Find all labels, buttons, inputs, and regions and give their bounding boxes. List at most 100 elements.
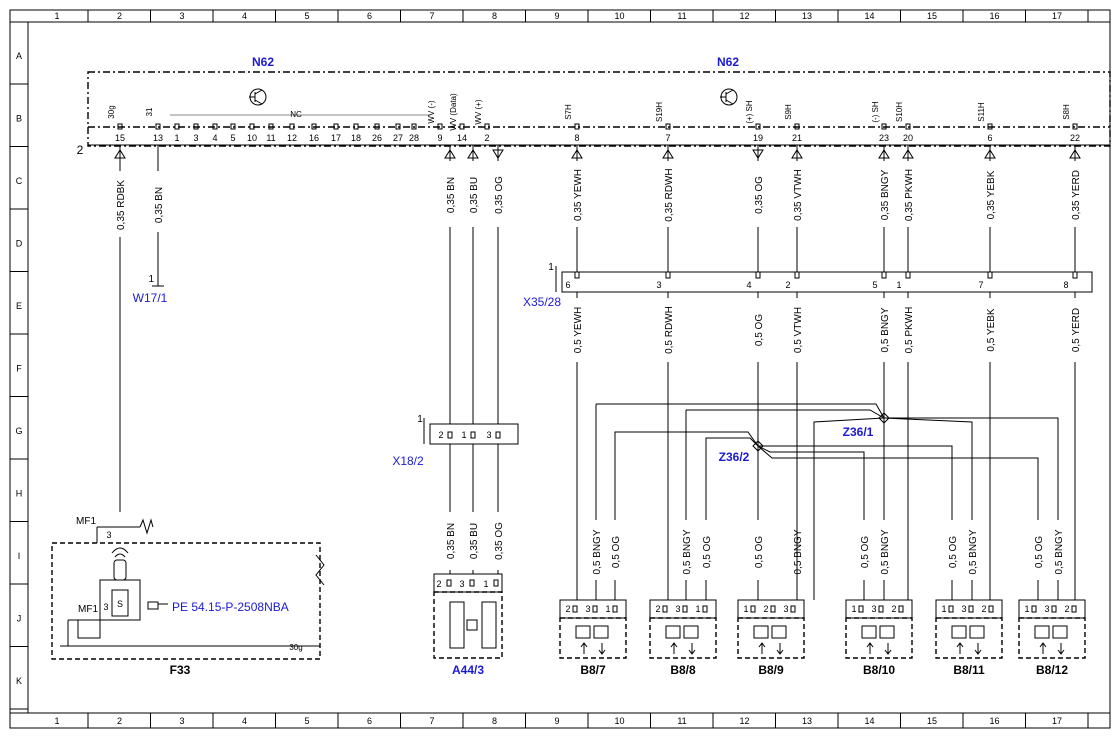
sensor-label: B8/11 bbox=[953, 663, 985, 677]
n62-pin-number: 14 bbox=[457, 133, 467, 143]
n62-pin-number: 17 bbox=[331, 133, 341, 143]
wire-label-upper: 0,35 YEBK bbox=[986, 170, 997, 219]
sensor-outline bbox=[737, 617, 805, 659]
wire-label-upper: 0,35 VTWH bbox=[793, 169, 804, 221]
wire-label-lower: 0,5 YEBK bbox=[986, 308, 997, 352]
n62-pin-number: 8 bbox=[574, 133, 579, 143]
n62-pin-number: 11 bbox=[266, 133, 275, 143]
z36-1-branch bbox=[813, 417, 885, 600]
grid-column-label-bottom: 16 bbox=[989, 716, 999, 726]
n62-pin-terminal bbox=[230, 123, 236, 130]
w17-pin: 1 bbox=[148, 274, 154, 285]
arrow-up-icon bbox=[866, 642, 874, 654]
n62-pin-number: 28 bbox=[409, 133, 419, 143]
n62-pin-signal: S9H bbox=[784, 104, 793, 120]
wire-label-upper: 0,35 BN bbox=[446, 177, 457, 213]
n62-pin-signal: S8H bbox=[1062, 104, 1071, 120]
signal-arrow-icon bbox=[791, 149, 803, 159]
wire-label-x18: 0,35 BN bbox=[446, 523, 457, 559]
f33-reference-link[interactable]: PE 54.15-P-2508NBA bbox=[172, 600, 289, 614]
wire-label-upper: 0,35 BU bbox=[469, 177, 480, 213]
switch-box bbox=[111, 589, 129, 617]
n62-connector-number: 2 bbox=[77, 143, 84, 157]
a44-pin-number: 3 bbox=[459, 579, 464, 589]
grid-column-label-top: 8 bbox=[492, 11, 497, 21]
arrow-down-icon bbox=[1057, 643, 1065, 655]
n62-pin-terminal bbox=[117, 123, 123, 130]
arrow-down-icon bbox=[776, 643, 784, 655]
signal-arrow-icon bbox=[1069, 149, 1081, 159]
n62-pin-number: 16 bbox=[309, 133, 319, 143]
wire-label-upper: 0,35 BN bbox=[154, 187, 165, 223]
arrow-up-icon bbox=[1039, 642, 1047, 654]
n62-pin-number: 27 bbox=[393, 133, 403, 143]
grid-column-label-bottom: 4 bbox=[242, 716, 247, 726]
x35-pin-number: 5 bbox=[872, 280, 877, 290]
x35-pin-number: 3 bbox=[656, 280, 661, 290]
grid-column-label-top: 13 bbox=[802, 11, 812, 21]
wire-label-sensor: 0,5 BNGY bbox=[592, 529, 603, 574]
a44-label: A44/3 bbox=[452, 663, 484, 677]
grid-column-label-top: 7 bbox=[429, 11, 434, 21]
z36-1-branch bbox=[596, 403, 885, 419]
signal-arrow-icon bbox=[444, 149, 456, 159]
n62-pin-signal: WV (Data) bbox=[449, 93, 458, 131]
grid-row-label: D bbox=[16, 239, 23, 249]
n62-pin-terminal bbox=[484, 123, 490, 130]
n62-pin-terminal bbox=[411, 123, 417, 130]
grid-column-label-bottom: 17 bbox=[1052, 716, 1062, 726]
n62-pin-number: 26 bbox=[372, 133, 382, 143]
n62-pin-signal: WV (+) bbox=[474, 99, 483, 124]
n62-pin-number: 6 bbox=[987, 133, 992, 143]
grid-row-label: A bbox=[16, 51, 22, 61]
sensor-pin-number: 1 bbox=[941, 604, 946, 614]
sensor-pin-number: 3 bbox=[1044, 604, 1049, 614]
signal-arrow-icon bbox=[752, 149, 764, 159]
z36-2-branch bbox=[758, 445, 953, 600]
n62-pin-number: 2 bbox=[484, 133, 489, 143]
n62-module-outline bbox=[87, 71, 1111, 147]
pointing-hand-icon bbox=[147, 601, 168, 610]
n62-pin-signal: S19H bbox=[655, 102, 664, 122]
x35-pin-number: 2 bbox=[785, 280, 790, 290]
a44-pin-number: 2 bbox=[436, 579, 441, 589]
f33-component: MF1 3 S 3 MF1 30g F33 PE 54.15-P-2508NBA bbox=[51, 516, 325, 677]
wire-label-x18: 0,35 BU bbox=[469, 523, 480, 559]
grid-row-label: I bbox=[18, 551, 21, 561]
n62-pin-number: 7 bbox=[665, 133, 670, 143]
wire-label-upper: 0,35 YEWH bbox=[573, 169, 584, 221]
x18-connector-body bbox=[429, 423, 519, 445]
grid-row-label: G bbox=[15, 426, 22, 436]
sensor-label: B8/10 bbox=[863, 663, 895, 677]
n62-pin-signal: (+) SH bbox=[745, 100, 754, 124]
arrow-up-icon bbox=[758, 642, 766, 654]
signal-arrow-icon bbox=[984, 149, 996, 159]
n62-pin-signal: S10H bbox=[895, 102, 904, 122]
grid-column-label-bottom: 11 bbox=[677, 716, 686, 726]
arrow-down-icon bbox=[974, 643, 982, 655]
sensor-outline bbox=[1018, 617, 1086, 659]
a44-outline bbox=[433, 591, 503, 659]
sensor-outline bbox=[845, 617, 913, 659]
z36-1-branch bbox=[883, 417, 973, 600]
n62-pin-number: 13 bbox=[153, 133, 163, 143]
sensor-label: B8/12 bbox=[1036, 663, 1068, 677]
z36-2-branch bbox=[757, 445, 865, 600]
n62-pin-number: 3 bbox=[193, 133, 198, 143]
mf1-side-label: MF1 bbox=[78, 604, 98, 615]
grid-column-label-top: 10 bbox=[614, 11, 624, 21]
arrow-up-icon bbox=[670, 642, 678, 654]
wire-label-lower: 0,5 PKWH bbox=[904, 307, 915, 354]
grid-column-label-top: 1 bbox=[54, 11, 59, 21]
x35-pin-number: 4 bbox=[746, 280, 751, 290]
wire-label-lower: 0,5 OG bbox=[754, 314, 765, 346]
n62-pin-terminal bbox=[905, 123, 911, 130]
n62-pin-number: 4 bbox=[212, 133, 217, 143]
grid-column-label-top: 9 bbox=[554, 11, 559, 21]
sensor-pin-number: 1 bbox=[1024, 604, 1029, 614]
grid-row-label: C bbox=[16, 176, 23, 186]
